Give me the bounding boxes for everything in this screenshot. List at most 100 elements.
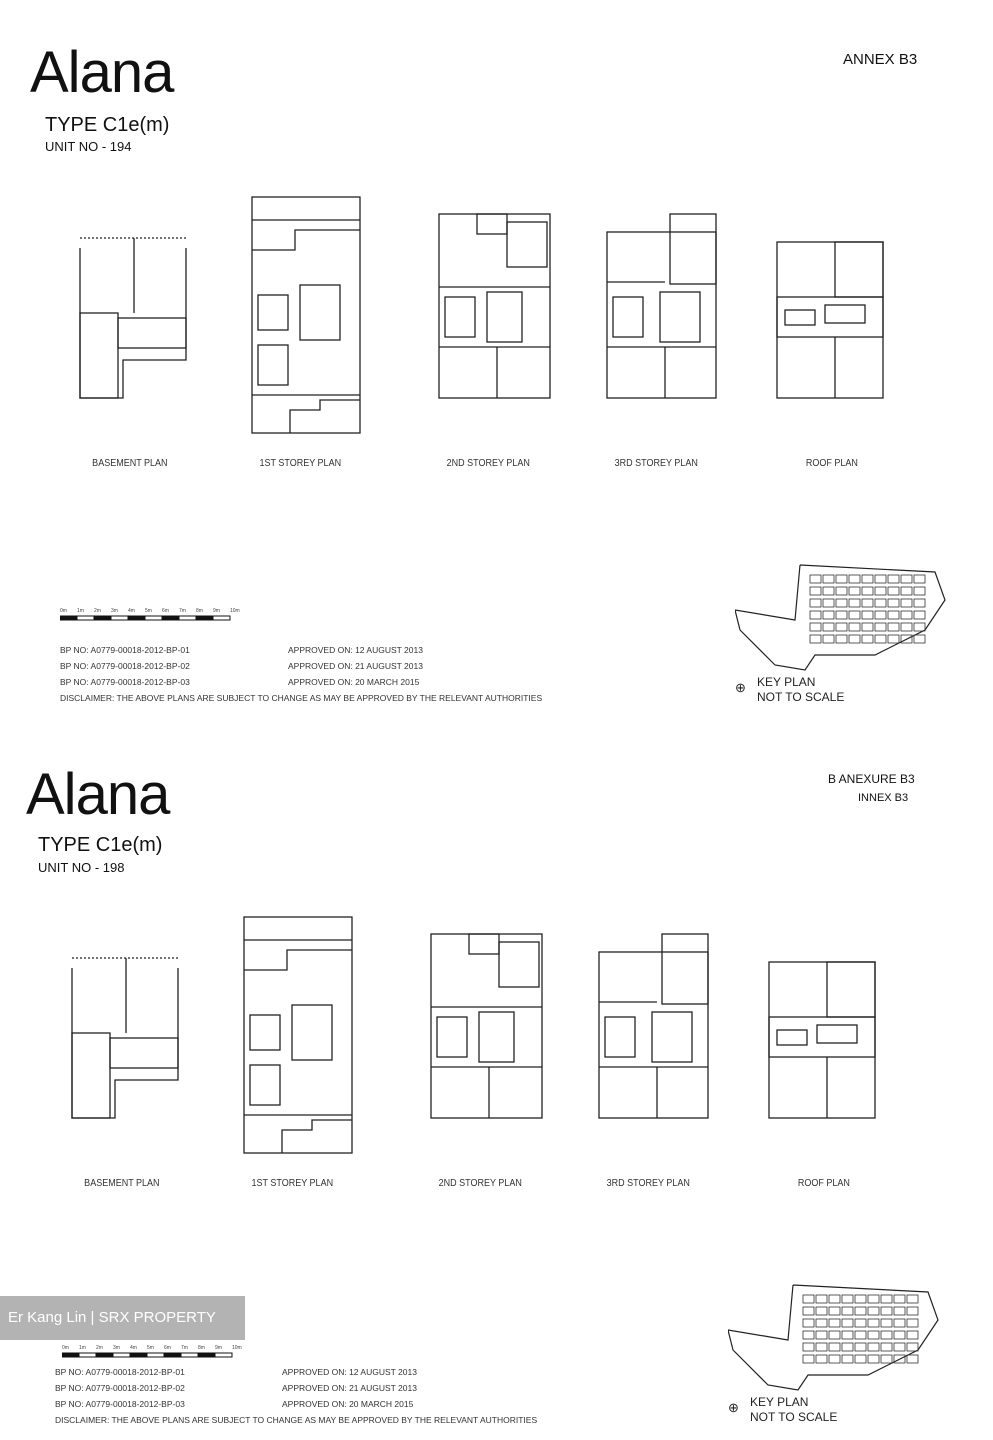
scale-segment	[212, 615, 231, 621]
1st-storey-plan-label: 1ST STOREY PLAN	[251, 1178, 334, 1189]
key-plan-unit	[913, 574, 926, 584]
key-plan-unit	[913, 634, 926, 644]
key-plan-unit	[848, 622, 861, 632]
key-plan-unit	[906, 1318, 919, 1328]
scale-tick: 7m	[181, 1345, 188, 1351]
scale-segment	[60, 615, 78, 621]
3rd-storey-plan-drawing	[606, 213, 717, 399]
key-plan-unit	[861, 586, 874, 596]
key-plan-unit	[906, 1342, 919, 1352]
key-plan-unit	[880, 1318, 893, 1328]
approved-date: APPROVED ON: 20 MARCH 2015	[282, 1399, 414, 1409]
scale-segment	[180, 1352, 199, 1358]
key-plan-unit	[887, 634, 900, 644]
key-plan-unit	[874, 598, 887, 608]
key-plan-unit	[815, 1306, 828, 1316]
key-plan-unit	[854, 1342, 867, 1352]
key-plan-unit	[887, 586, 900, 596]
key-plan-unit	[874, 634, 887, 644]
key-plan-unit	[906, 1294, 919, 1304]
key-plan-unit	[880, 1330, 893, 1340]
key-plan-unit	[815, 1342, 828, 1352]
key-plan-scale-note: NOT TO SCALE	[757, 690, 845, 704]
scale-tick: 8m	[198, 1345, 205, 1351]
key-plan-unit	[822, 610, 835, 620]
1st-storey-plan-label: 1ST STOREY PLAN	[259, 458, 342, 469]
roof-plan-label: ROOF PLAN	[805, 458, 858, 469]
key-plan-unit	[861, 610, 874, 620]
key-plan-unit	[848, 574, 861, 584]
key-plan-unit	[802, 1294, 815, 1304]
key-plan-unit	[893, 1354, 906, 1364]
north-arrow-icon: ⊕	[728, 1400, 739, 1415]
key-plan-unit	[848, 598, 861, 608]
key-plan-unit	[848, 610, 861, 620]
key-plan-unit	[854, 1306, 867, 1316]
key-plan-unit	[861, 622, 874, 632]
scale-tick: 7m	[179, 608, 186, 614]
key-plan-unit	[900, 634, 913, 644]
key-plan-unit	[822, 598, 835, 608]
unit-number: UNIT NO - 194	[45, 139, 132, 154]
key-plan-unit	[906, 1330, 919, 1340]
alana-logo: Alana	[30, 40, 174, 105]
unit-type: TYPE C1e(m)	[38, 834, 163, 856]
scale-tick: 2m	[94, 608, 101, 614]
key-plan-unit	[913, 622, 926, 632]
key-plan-unit	[828, 1306, 841, 1316]
key-plan-unit	[893, 1342, 906, 1352]
scale-tick: 1m	[77, 608, 84, 614]
scale-segment	[129, 1352, 148, 1358]
scale-tick: 0m	[62, 1345, 69, 1351]
key-plan-unit	[828, 1318, 841, 1328]
key-plan-unit	[815, 1294, 828, 1304]
key-plan-unit	[893, 1318, 906, 1328]
basement-plan-label: BASEMENT PLAN	[92, 458, 168, 469]
key-plan-unit	[828, 1330, 841, 1340]
key-plan-unit	[880, 1354, 893, 1364]
key-plan-unit	[893, 1294, 906, 1304]
bp-number: BP NO: A0779-00018-2012-BP-03	[55, 1399, 185, 1409]
key-plan-unit	[828, 1294, 841, 1304]
annex-label: ANNEX B3	[843, 51, 918, 68]
scale-tick: 9m	[213, 608, 220, 614]
key-plan-unit	[815, 1354, 828, 1364]
key-plan-unit	[854, 1294, 867, 1304]
key-plan-unit	[835, 610, 848, 620]
scale-tick: 6m	[164, 1345, 171, 1351]
roof-plan-drawing	[768, 961, 876, 1119]
key-plan-unit	[867, 1330, 880, 1340]
2nd-storey-plan-label: 2ND STOREY PLAN	[438, 1178, 522, 1189]
3rd-storey-plan-label: 3RD STOREY PLAN	[606, 1178, 690, 1189]
key-plan-unit	[861, 598, 874, 608]
key-plan-unit	[841, 1354, 854, 1364]
key-plan-unit	[900, 598, 913, 608]
key-plan-unit	[809, 598, 822, 608]
2nd-storey-plan-drawing	[430, 933, 543, 1119]
approved-date: APPROVED ON: 20 MARCH 2015	[288, 677, 420, 687]
key-plan-unit	[809, 634, 822, 644]
key-plan-unit	[874, 574, 887, 584]
key-plan-unit	[893, 1330, 906, 1340]
scale-segment	[144, 615, 163, 621]
scale-tick: 4m	[130, 1345, 137, 1351]
key-plan-unit	[822, 586, 835, 596]
key-plan-unit	[861, 634, 874, 644]
scale-tick: 9m	[215, 1345, 222, 1351]
scale-segment	[76, 615, 95, 621]
scale-tick: 3m	[111, 608, 118, 614]
key-plan-unit	[867, 1294, 880, 1304]
key-plan-drawing	[735, 564, 946, 671]
scale-tick: 10m	[232, 1345, 242, 1351]
key-plan-unit	[887, 610, 900, 620]
key-plan-unit	[802, 1306, 815, 1316]
scale-segment	[112, 1352, 131, 1358]
scale-tick: 10m	[230, 608, 240, 614]
key-plan-drawing	[728, 1284, 939, 1391]
key-plan-unit	[906, 1306, 919, 1316]
scale-tick: 1m	[79, 1345, 86, 1351]
unit-number: UNIT NO - 198	[38, 860, 125, 875]
